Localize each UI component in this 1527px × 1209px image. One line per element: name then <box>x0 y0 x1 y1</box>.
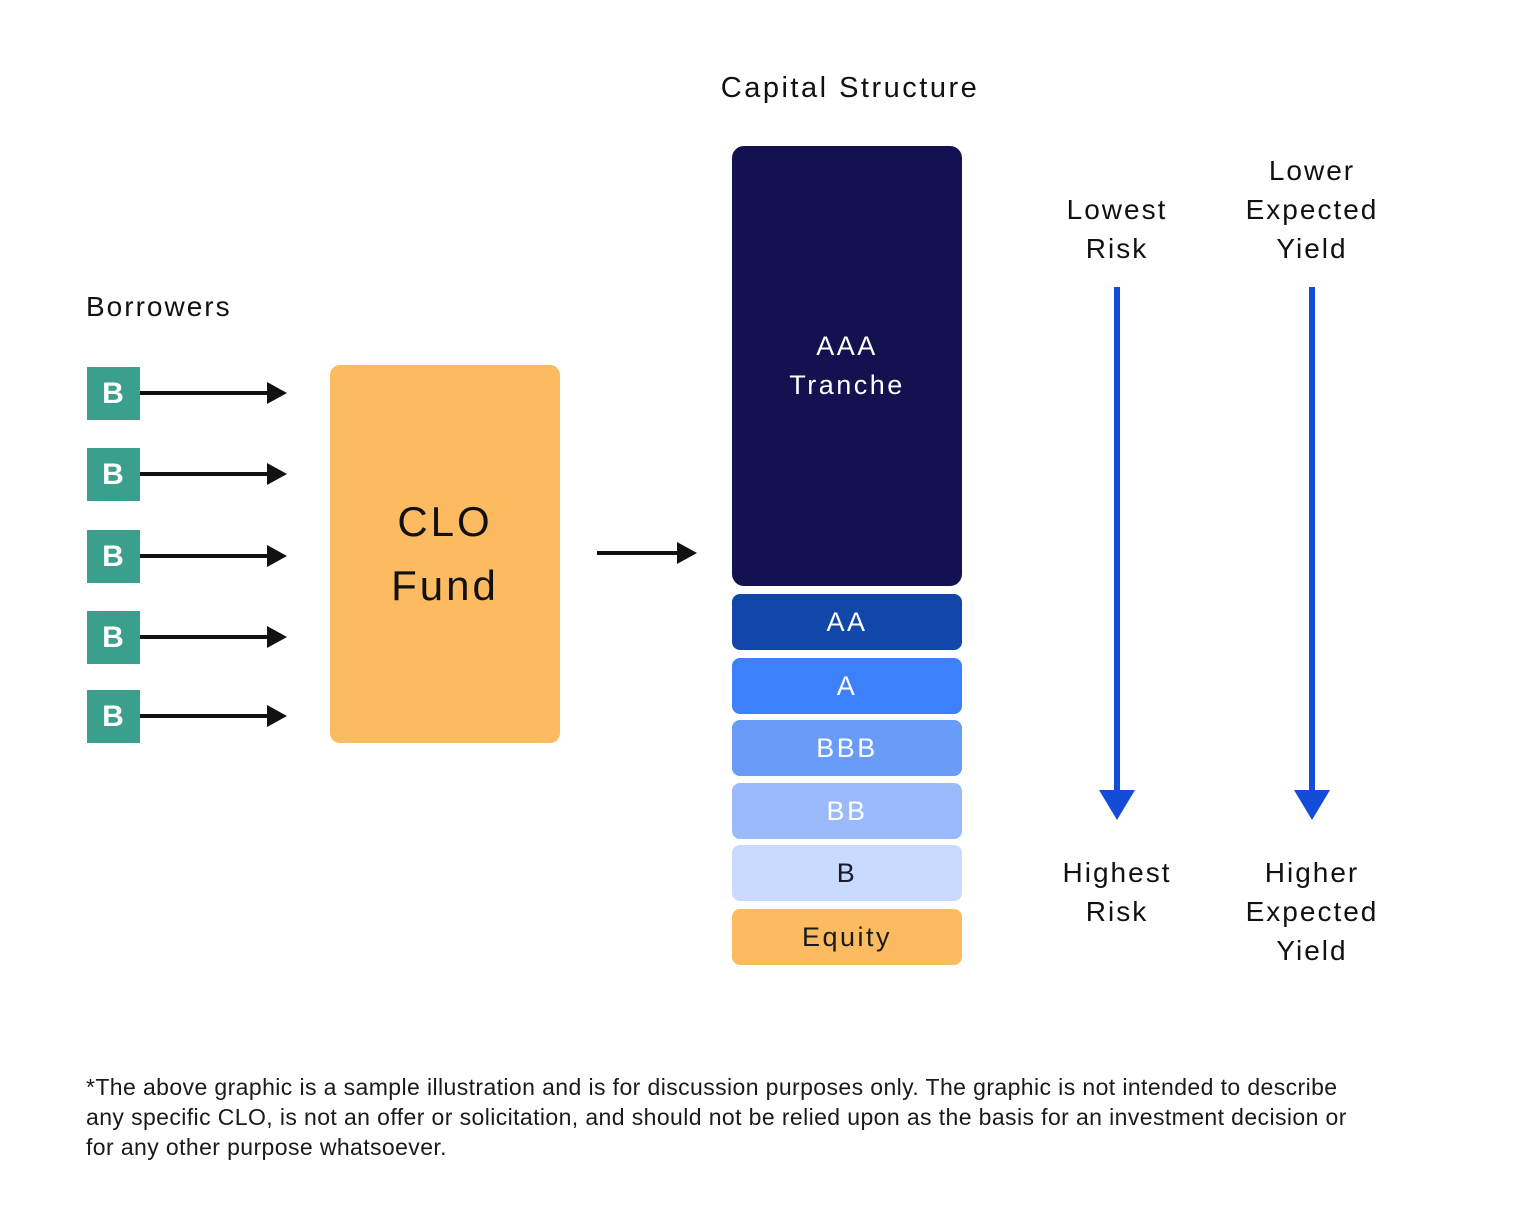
clo-fund-label-line2: Fund <box>391 562 499 609</box>
lower-yield-label: Lower Expected Yield <box>1245 155 1379 264</box>
tranche-aaa-label-line2: Tranche <box>789 370 905 400</box>
tranche-aa: AA <box>732 594 962 650</box>
tranche-equity: Equity <box>732 909 962 965</box>
highest-risk-label: Highest Risk <box>1062 857 1172 927</box>
higher-yield-label: Higher Expected Yield <box>1245 857 1379 966</box>
tranche-a: A <box>732 658 962 714</box>
disclaimer-text: *The above graphic is a sample illustrat… <box>86 1074 1347 1160</box>
yield-scale-arrow-icon <box>1294 287 1330 821</box>
risk-scale-arrow-icon <box>1099 287 1135 821</box>
borrower-box: B <box>87 690 140 743</box>
borrower-box: B <box>87 611 140 664</box>
tranche-aaa: AAA Tranche <box>732 146 962 586</box>
lowest-risk-label: Lowest Risk <box>1066 194 1168 264</box>
capital-structure-title: Capital Structure <box>720 72 980 104</box>
tranche-aaa-label-line1: AAA <box>816 331 878 361</box>
tranche-b: B <box>732 845 962 901</box>
borrower-flow-arrow-icon <box>140 382 287 404</box>
tranche-bb: BB <box>732 783 962 839</box>
clo-fund-label-line1: CLO <box>397 498 493 545</box>
borrower-flow-arrow-icon <box>140 463 287 485</box>
borrower-flow-arrow-icon <box>140 705 287 727</box>
clo-fund-box: CLO Fund <box>330 365 560 743</box>
tranche-bbb: BBB <box>732 720 962 776</box>
borrower-flow-arrow-icon <box>140 626 287 648</box>
borrower-box: B <box>87 367 140 420</box>
borrower-box: B <box>87 530 140 583</box>
borrower-box: B <box>87 448 140 501</box>
borrower-flow-arrow-icon <box>140 545 287 567</box>
clo-flow-arrow-icon <box>597 542 697 564</box>
borrowers-title: Borrowers <box>86 291 232 322</box>
